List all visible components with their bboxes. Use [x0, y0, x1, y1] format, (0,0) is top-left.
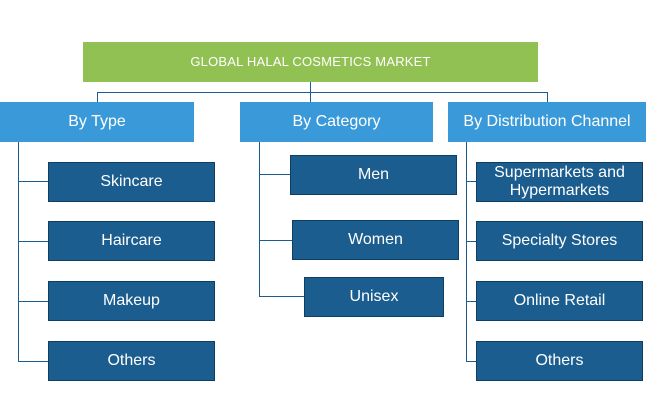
leaf-makeup: Makeup — [48, 281, 215, 321]
connector-channel-trunk — [466, 142, 467, 361]
leaf-specialty-stores: Specialty Stores — [476, 221, 643, 261]
leaf-supermarkets-and-hypermarkets: Supermarkets and Hypermarkets — [476, 162, 643, 202]
connector-channel-others — [466, 361, 476, 362]
connector-type-makeup — [18, 301, 48, 302]
connector-category-trunk — [259, 142, 260, 296]
connector-type-trunk — [18, 142, 19, 361]
connector-channel-online — [466, 301, 476, 302]
connector-category-women — [259, 240, 292, 241]
connector-category-men — [259, 174, 290, 175]
category-by-category: By Category — [240, 102, 433, 142]
connector-type-skincare — [18, 181, 48, 182]
leaf-skincare: Skincare — [48, 162, 215, 202]
connector-channel-specialty — [466, 241, 476, 242]
category-by-distribution-channel: By Distribution Channel — [448, 102, 646, 142]
connector-to-by-distribution-channel — [547, 92, 548, 102]
leaf-unisex: Unisex — [304, 277, 444, 317]
connector-category-unisex — [259, 296, 304, 297]
leaf-haircare: Haircare — [48, 221, 215, 261]
leaf-channel-others: Others — [476, 341, 643, 381]
leaf-women: Women — [292, 220, 459, 260]
leaf-type-others: Others — [48, 341, 215, 381]
leaf-men: Men — [290, 155, 457, 195]
connector-root-down — [310, 82, 311, 92]
connector-type-others — [18, 361, 48, 362]
connector-type-haircare — [18, 241, 48, 242]
root-node: GLOBAL HALAL COSMETICS MARKET — [83, 42, 538, 82]
leaf-online-retail: Online Retail — [476, 281, 643, 321]
connector-to-by-type — [97, 92, 98, 102]
connector-channel-supermarkets — [466, 181, 476, 182]
category-by-type: By Type — [0, 102, 194, 142]
connector-category-bus — [97, 92, 548, 93]
connector-to-by-category — [310, 92, 311, 102]
